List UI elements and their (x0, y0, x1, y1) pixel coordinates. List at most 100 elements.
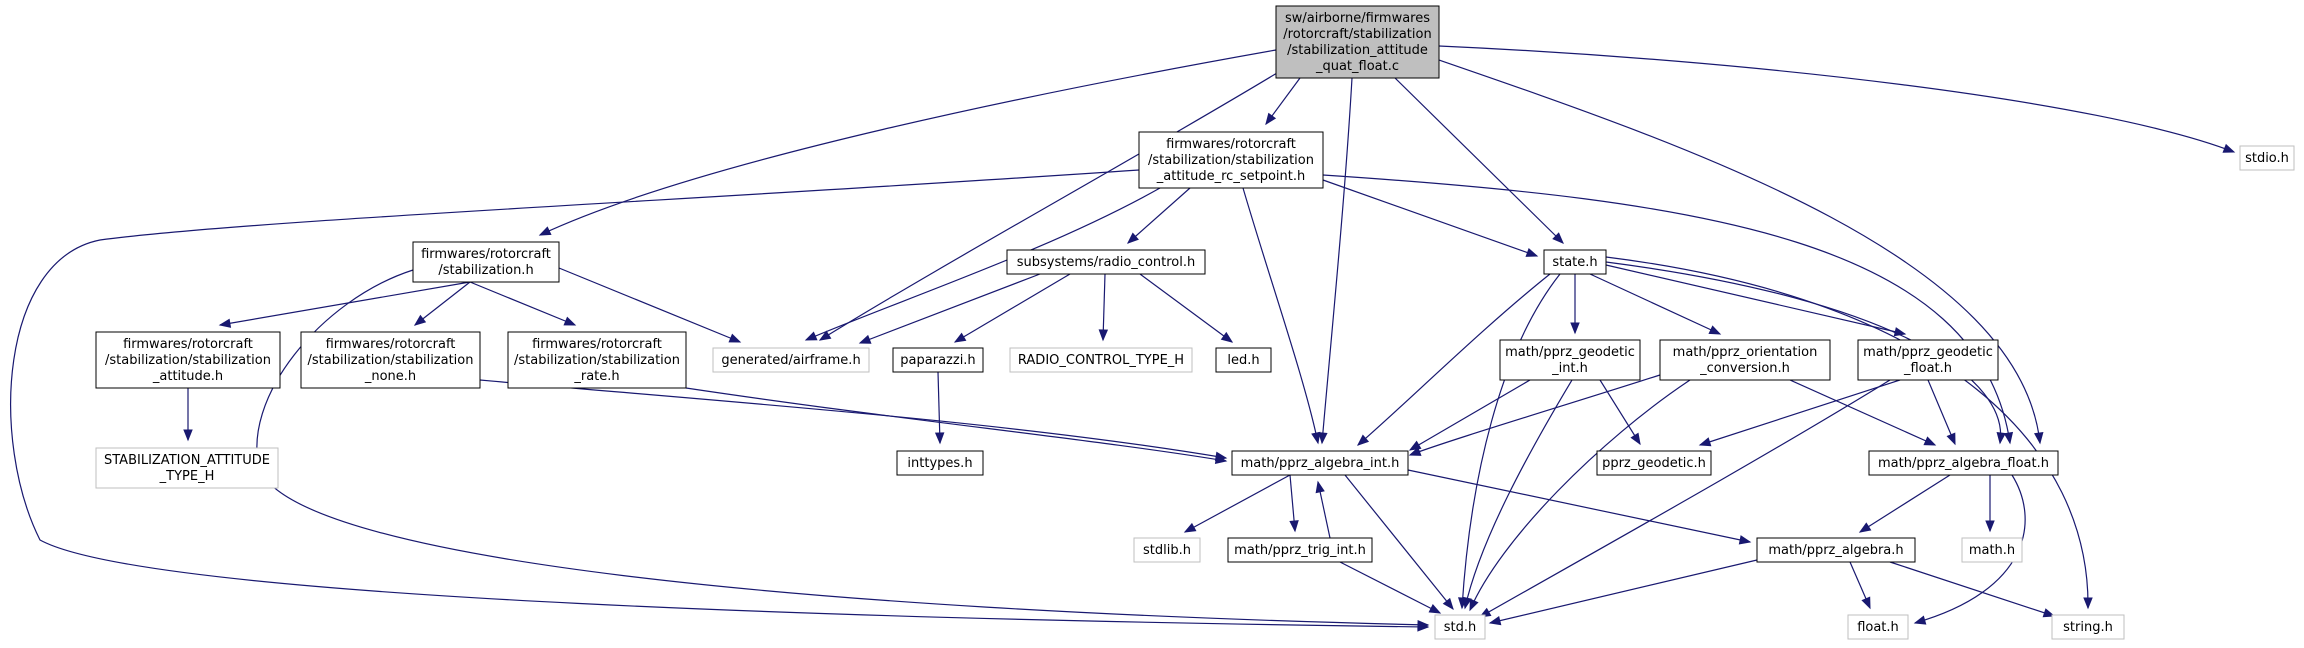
edge-main-to-rc_setpoint (1265, 77, 1301, 126)
node-box (95, 447, 279, 489)
node-inttypes[interactable]: inttypes.h (896, 450, 984, 476)
node-stab-rate[interactable]: firmwares/rotorcraft/stabilization/stabi… (507, 331, 687, 389)
node-stab-none[interactable]: firmwares/rotorcraft/stabilization/stabi… (300, 331, 481, 389)
edge-radio_control-to-led (1139, 273, 1234, 343)
node-label: _attitude.h (152, 369, 223, 384)
arrow-head (1996, 432, 2006, 445)
node-main[interactable]: sw/airborne/firmwares/rotorcraft/stabili… (1275, 5, 1440, 79)
node-label: STABILIZATION_ATTITUDE (104, 453, 270, 468)
node-label: /stabilization/stabilization (514, 353, 680, 368)
arrow-head (1408, 446, 1422, 456)
node-label: /stabilization/stabilization (308, 353, 474, 368)
edge-orientation-to-std (1469, 379, 1691, 612)
arrow-head (1315, 480, 1325, 494)
node-label: std.h (1444, 620, 1477, 635)
edge-main-to-stabilization (538, 49, 1277, 236)
edge-state-to-geodetic_int (1570, 274, 1580, 335)
node-box (892, 347, 984, 373)
node-geodetic-float[interactable]: math/pprz_geodetic_float.h (1857, 339, 1999, 381)
edge-rc_setpoint-to-state (1322, 179, 1539, 257)
node-label: stdlib.h (1143, 543, 1191, 558)
node-label: generated/airframe.h (721, 353, 860, 368)
node-label: /stabilization.h (438, 263, 533, 278)
edge-algebra_float-to-math (1985, 475, 1995, 533)
node-label: math/pprz_algebra_int.h (1241, 456, 1400, 471)
arrow-head (563, 316, 577, 326)
node-box (1868, 450, 2059, 476)
node-stdlib: stdlib.h (1133, 537, 1201, 563)
arrow-head (1442, 597, 1454, 611)
edge-state-to-std (1457, 273, 1561, 610)
node-algebra-int[interactable]: math/pprz_algebra_int.h (1231, 450, 1409, 476)
node-box (2051, 614, 2125, 640)
node-label: firmwares/rotorcraft (326, 337, 456, 352)
node-algebra-float[interactable]: math/pprz_algebra_float.h (1868, 450, 2059, 476)
node-box (1961, 537, 2023, 563)
node-label: led.h (1227, 353, 1259, 368)
edge-state-to-orientation (1589, 273, 1722, 335)
node-label: _attitude_rc_setpoint.h (1156, 169, 1305, 184)
arrow-head (2034, 432, 2044, 445)
edge-main-to-algebra_float (1438, 59, 2044, 445)
node-geodetic[interactable]: pprz_geodetic.h (1596, 450, 1712, 476)
node-label: firmwares/rotorcraft (123, 337, 253, 352)
arrow-head (1552, 232, 1564, 244)
arrow-head (2083, 597, 2093, 610)
node-radio-control[interactable]: subsystems/radio_control.h (1006, 249, 1206, 275)
arrow-head (1318, 432, 1328, 445)
node-paparazzi[interactable]: paparazzi.h (892, 347, 984, 373)
node-led[interactable]: led.h (1215, 347, 1272, 373)
edge-trig_int-to-std (1339, 561, 1442, 614)
arrow-head (1417, 620, 1430, 630)
node-label: math/pprz_trig_int.h (1234, 543, 1366, 558)
node-box (1138, 131, 1324, 189)
arrow-head (1946, 432, 1956, 446)
node-algebra[interactable]: math/pprz_algebra.h (1756, 537, 1916, 563)
edge-stab_rate-to-algebra_int (685, 387, 1228, 464)
node-label: _int.h (1551, 361, 1588, 376)
edge-algebra_float-to-algebra (1858, 474, 1951, 533)
arrow-head (1356, 434, 1370, 446)
arrow-head (1913, 615, 1927, 625)
node-geodetic-int[interactable]: math/pprz_geodetic_int.h (1499, 339, 1641, 381)
node-rc-setpoint[interactable]: firmwares/rotorcraft/stabilization/stabi… (1138, 131, 1324, 189)
node-label: firmwares/rotorcraft (1166, 137, 1296, 152)
node-label: _rate.h (573, 369, 619, 384)
node-label: _TYPE_H (159, 469, 215, 484)
node-label: inttypes.h (907, 456, 972, 471)
edge-state-to-algebra_int (1356, 273, 1551, 446)
node-stabilization[interactable]: firmwares/rotorcraft/stabilization.h (412, 241, 560, 283)
edge-orientation-to-algebra_float (1789, 379, 1937, 446)
edge-stab_attitude-to-stab_att_type (183, 388, 193, 442)
node-label: stdio.h (2245, 151, 2289, 166)
node-stab-attitude[interactable]: firmwares/rotorcraft/stabilization/stabi… (95, 331, 281, 389)
node-label: firmwares/rotorcraft (532, 337, 662, 352)
edge-algebra-to-float (1849, 561, 1871, 610)
node-state[interactable]: state.h (1543, 249, 1607, 275)
node-orientation[interactable]: math/pprz_orientation_conversion.h (1659, 339, 1831, 381)
node-box (1434, 614, 1486, 640)
arrow-head (1708, 325, 1722, 335)
node-trig-int[interactable]: math/pprz_trig_int.h (1227, 537, 1373, 563)
arrow-head (804, 331, 818, 341)
arrow-head (1525, 248, 1539, 257)
node-math: math.h (1961, 537, 2023, 563)
arrow-head (1923, 436, 1937, 446)
node-label: paparazzi.h (900, 353, 975, 368)
node-float: float.h (1847, 614, 1909, 640)
arrow-head (934, 432, 945, 445)
node-stdio: stdio.h (2239, 145, 2295, 171)
node-label: state.h (1552, 255, 1597, 270)
arrow-head (1428, 604, 1442, 614)
edge-stabilization-to-stab_none (413, 281, 471, 326)
node-label: firmwares/rotorcraft (421, 247, 551, 262)
arrow-head (1462, 596, 1472, 610)
edge-algebra_int-to-stdlib (1183, 474, 1291, 533)
node-box (1231, 450, 1409, 476)
node-label: _conversion.h (1699, 361, 1790, 376)
edge-main-to-algebra_int (1318, 77, 1353, 445)
edge-paparazzi-to-inttypes (934, 371, 945, 445)
node-label: math/pprz_geodetic (1505, 345, 1635, 360)
arrow-head (858, 334, 872, 344)
